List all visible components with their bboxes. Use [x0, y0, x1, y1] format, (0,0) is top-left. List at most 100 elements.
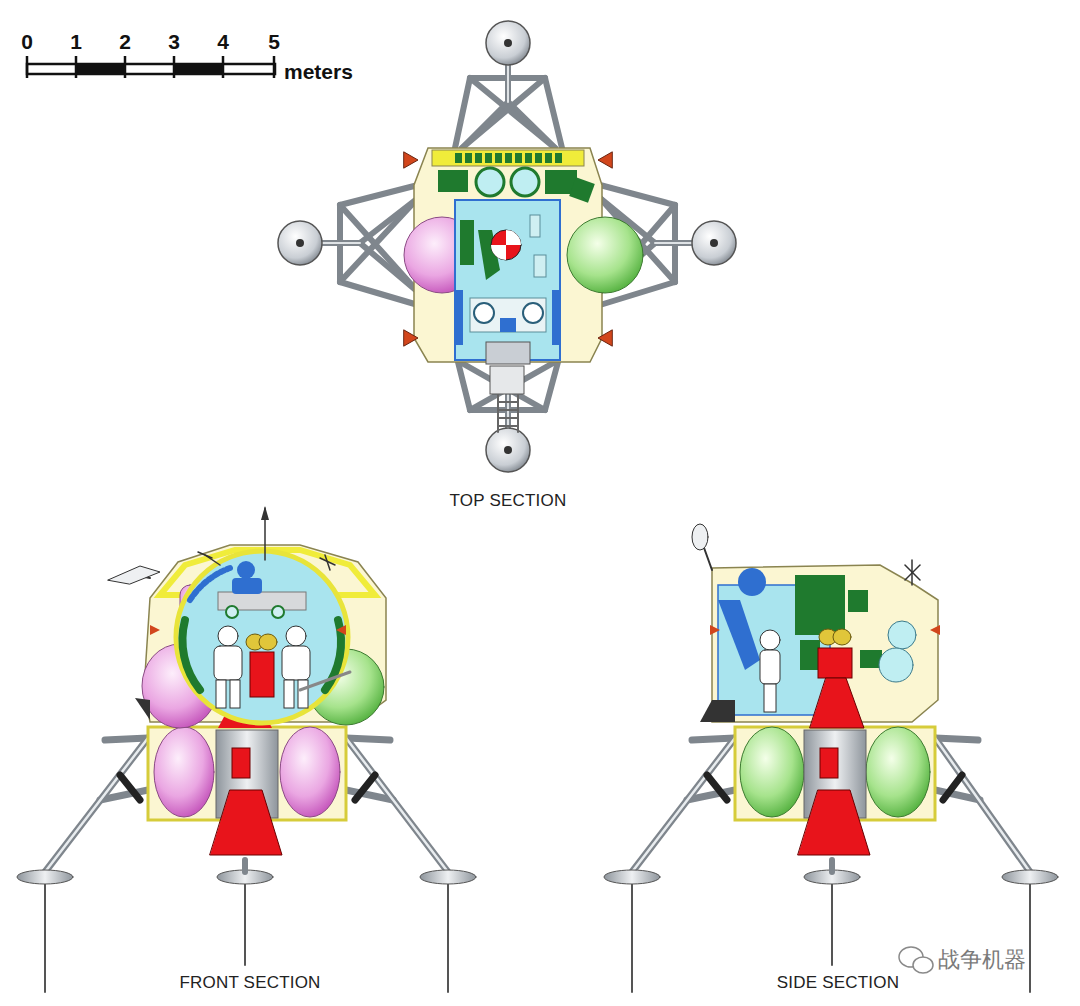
- helmet: [760, 630, 780, 650]
- scale-tick: [273, 56, 276, 78]
- top-view: [278, 21, 736, 472]
- leg-strut: [45, 738, 148, 872]
- probe: [1029, 880, 1031, 992]
- foot-pad: [420, 870, 476, 884]
- rcs-quad: [905, 560, 920, 585]
- suit-leg: [298, 680, 308, 708]
- equipment-rack: [800, 640, 820, 670]
- foot-pad: [17, 870, 73, 884]
- leg-highlights: [632, 738, 1030, 872]
- strut: [600, 185, 675, 205]
- panel: [530, 215, 540, 237]
- rcs-arm: [198, 552, 212, 558]
- leg-highlight: [45, 738, 148, 872]
- astronaut-helmet: [474, 303, 494, 323]
- watermark-icon: [899, 947, 933, 973]
- scale-tick: [26, 56, 29, 78]
- view-title: TOP SECTION: [450, 492, 567, 511]
- scale-tick: [173, 56, 176, 78]
- leg-highlights: [45, 738, 448, 872]
- descent-nozzle: [210, 790, 282, 855]
- helmet: [218, 626, 238, 646]
- suit-leg: [216, 680, 226, 708]
- rcs-thruster: [598, 152, 612, 168]
- landing-legs: [632, 738, 1030, 872]
- front-view: [17, 506, 476, 992]
- hatch-step: [700, 700, 735, 722]
- oxidizer-tank: [280, 727, 340, 817]
- equipment-box: [555, 153, 562, 163]
- strut-highlight: [507, 62, 509, 102]
- suit-body: [214, 646, 242, 680]
- scale-number: 1: [70, 30, 82, 53]
- probe: [831, 880, 833, 965]
- strut-highlight: [655, 242, 692, 244]
- crew-figure-head: [738, 568, 766, 596]
- contact-probes: [632, 880, 1030, 992]
- foot-pad: [278, 221, 322, 265]
- docking-crew-figure: [232, 561, 262, 594]
- equipment-box: [438, 170, 468, 192]
- rcs-arm: [325, 555, 330, 570]
- shock-absorber: [943, 775, 962, 800]
- hatch: [490, 366, 524, 394]
- leg-strut: [935, 738, 1030, 872]
- shock-absorber: [355, 775, 375, 800]
- equipment: [833, 629, 851, 645]
- cabin-wall: [552, 290, 560, 345]
- equipment-box: [455, 153, 462, 163]
- strut: [505, 62, 511, 102]
- leg-strut: [692, 738, 735, 740]
- leg-strut: [346, 738, 390, 740]
- cable: [300, 672, 350, 690]
- scale-segment: [174, 64, 223, 74]
- cabin-equipment: [182, 620, 200, 690]
- leg-strut: [632, 738, 735, 872]
- fuel-tank: [740, 727, 804, 817]
- gas-sphere: [272, 606, 284, 618]
- top-band: [432, 150, 584, 166]
- foot-pad: [1002, 870, 1058, 884]
- suit-leg: [284, 680, 294, 708]
- suit-leg: [230, 680, 240, 708]
- equipment-rack: [795, 575, 845, 635]
- chat-bubble: [913, 957, 933, 973]
- strut: [460, 362, 545, 410]
- astronaut: [214, 626, 242, 708]
- fuel-tank: [866, 727, 930, 817]
- panel: [534, 255, 546, 277]
- rcs-thruster: [404, 330, 418, 346]
- scale-unit: meters: [284, 60, 353, 83]
- equipment-box: [465, 153, 472, 163]
- equipment-box: [525, 153, 532, 163]
- scale-segment: [76, 64, 125, 74]
- scale-number: 2: [119, 30, 131, 53]
- strut: [470, 78, 555, 148]
- suit-leg: [764, 684, 776, 712]
- astronaut: [760, 630, 780, 712]
- foot-pad: [692, 221, 736, 265]
- gas-sphere: [879, 648, 913, 682]
- probe: [44, 880, 46, 992]
- step: [135, 698, 150, 720]
- rcs-thruster: [404, 152, 418, 168]
- equipment-box: [545, 153, 552, 163]
- equipment-box: [515, 153, 522, 163]
- probe: [244, 880, 246, 965]
- dish-antenna: [108, 566, 160, 584]
- leg-strut: [346, 738, 448, 872]
- crew-cabin: [176, 551, 348, 723]
- foot-pad: [486, 21, 530, 65]
- antenna-tip: [261, 506, 269, 520]
- leg-strut: [829, 860, 835, 872]
- pad-hub: [710, 239, 718, 247]
- equipment-row: [438, 153, 595, 203]
- console: [500, 318, 516, 332]
- ascent-engine: [250, 652, 274, 697]
- helmet: [286, 626, 306, 646]
- watermark: 战争机器: [938, 948, 1026, 972]
- landing-legs: [45, 738, 448, 872]
- figure-body: [232, 578, 262, 594]
- leg-strut: [935, 738, 978, 740]
